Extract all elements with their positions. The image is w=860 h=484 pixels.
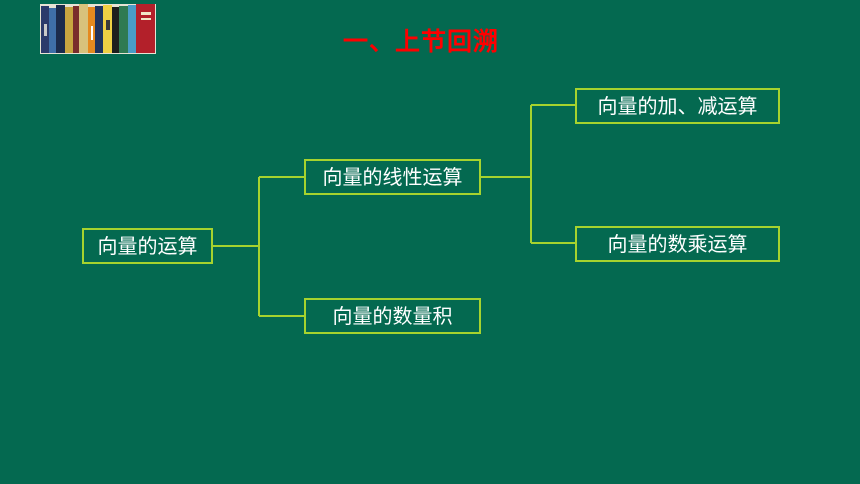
node-linear-operations: 向量的线性运算	[304, 159, 481, 195]
node-addition-subtraction: 向量的加、减运算	[575, 88, 780, 124]
node-dot-product: 向量的数量积	[304, 298, 481, 334]
books-icon	[40, 4, 156, 54]
node-label: 向量的数量积	[332, 304, 453, 328]
node-vector-operations: 向量的运算	[82, 228, 213, 264]
node-label: 向量的加、减运算	[597, 94, 758, 118]
page-title: 一、上节回溯	[343, 27, 500, 56]
node-scalar-multiplication: 向量的数乘运算	[575, 226, 780, 262]
node-label: 向量的运算	[97, 234, 198, 258]
node-label: 向量的线性运算	[322, 165, 463, 189]
node-label: 向量的数乘运算	[607, 232, 748, 256]
